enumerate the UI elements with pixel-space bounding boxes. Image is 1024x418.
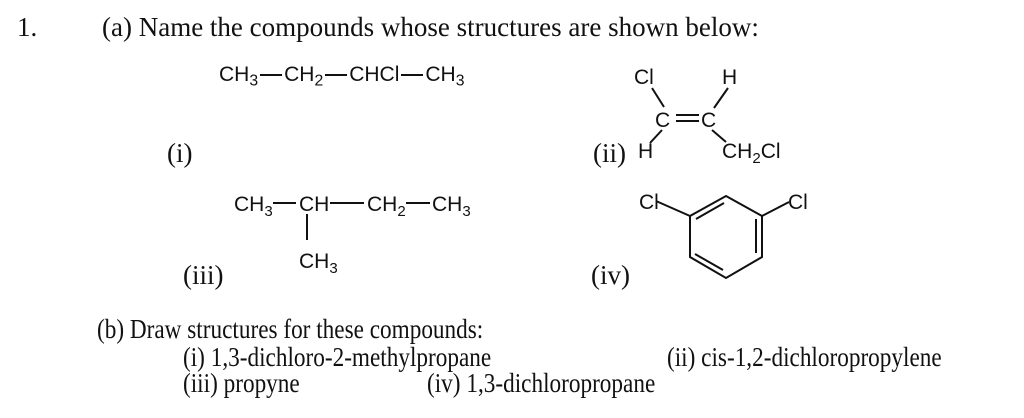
svg-text:CH3: CH3 [432,193,471,220]
structure-i-formula: CH3 CH2 CHCl CH3 [219,63,465,90]
part-b-item-i: (i) 1,3-dichloro-2-methylpropane [183,342,492,372]
structure-ii-label: (ii) [593,138,626,168]
atom-c: C [701,109,716,132]
svg-text:CH2Cl: CH2Cl [722,140,781,167]
structure-iii-label: (iii) [183,260,224,290]
group-ch2: CH2 [284,63,324,90]
structure-iv-label: (iv) [591,260,630,290]
atom-cl: Cl [634,66,654,89]
part-a-prompt: (a) Name the compounds whose structures … [102,12,759,42]
svg-text:Cl: Cl [639,191,659,214]
atom-h: H [638,140,653,163]
bond [713,87,729,109]
structure-i-label: (i) [167,138,193,168]
svg-text:CH3: CH3 [234,193,273,220]
single-bond [260,74,283,77]
bond [649,129,663,144]
group-chcl: CHCl [349,63,400,86]
part-b-item-ii: (ii) cis-1,2-dichloropropylene [667,342,942,372]
single-bond [401,74,424,77]
part-b-item-iv: (iv) 1,3-dichloropropane [427,368,656,398]
question-number: 1. [17,12,38,42]
bond [651,87,665,108]
svg-text:CH: CH [299,193,329,216]
atom-c: C [655,109,670,132]
single-bond [325,74,348,77]
svg-text:Cl: Cl [788,191,808,214]
atom-h: H [722,66,737,89]
svg-text:CH3: CH3 [299,250,338,277]
bond [711,129,727,143]
part-b-prompt: (b) Draw structures for these compounds: [97,314,484,344]
group-ch3: CH3 [219,63,259,90]
part-b-item-iii: (iii) propyne [183,368,300,398]
group-ch3: CH3 [425,63,465,90]
svg-text:CH2: CH2 [367,193,406,220]
